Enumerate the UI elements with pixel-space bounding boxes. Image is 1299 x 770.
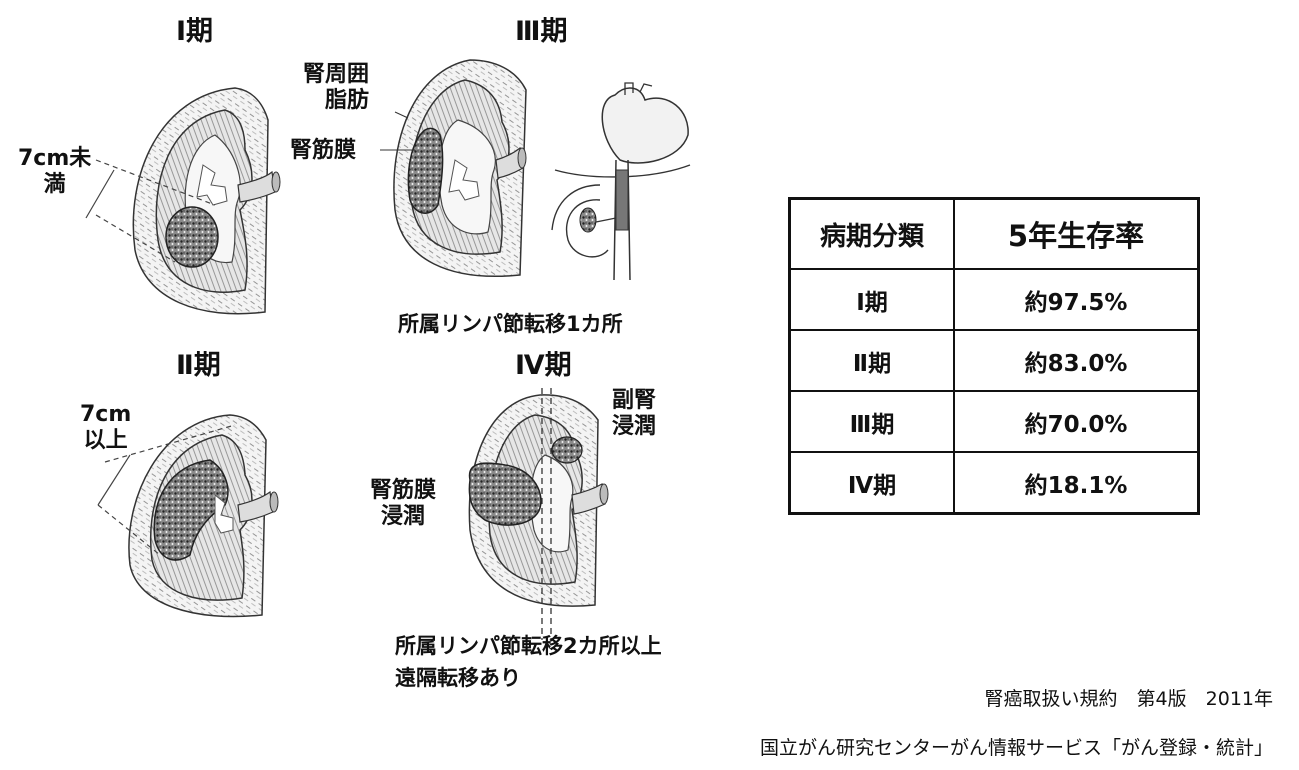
cell-survival: 約83.0%: [953, 329, 1200, 392]
perirenal-fat-line2: 脂肪: [325, 87, 370, 113]
stage4-title: Ⅳ期: [515, 350, 572, 381]
cell-survival: 約18.1%: [953, 451, 1200, 515]
over-7cm-line2: 以上: [83, 427, 128, 453]
gerota-fascia-label: 腎筋膜: [290, 138, 357, 163]
stage3-kidney-drawing: [380, 59, 527, 277]
stage2-title: Ⅱ期: [176, 350, 221, 381]
cell-survival: 約70.0%: [953, 390, 1200, 453]
adrenal-invasion-line2: 浸潤: [612, 413, 657, 439]
adrenal-invasion-line1: 副腎: [612, 388, 657, 413]
stage1-title: Ⅰ期: [176, 16, 214, 47]
adrenal-invasion-label: 副腎 浸潤: [612, 388, 656, 440]
perirenal-fat-label: 腎周囲 脂肪: [303, 62, 369, 114]
gerota-invasion-line1: 腎筋膜: [370, 478, 437, 503]
stage3-title: Ⅲ期: [515, 16, 568, 47]
under-7cm-line1: 7cm未: [18, 146, 92, 171]
table-row: Ⅲ期 約70.0%: [788, 390, 1200, 453]
over-7cm-line1: 7cm: [80, 402, 132, 427]
gerota-invasion-line2: 浸潤: [381, 503, 426, 529]
header-5yr-survival: 5年生存率: [953, 197, 1200, 270]
stage2-kidney-drawing: [97, 414, 279, 618]
gerota-invasion-label: 腎筋膜 浸潤: [370, 478, 436, 530]
source-line-2: 国立がん研究センターがん情報サービス「がん登録・統計」: [759, 737, 1273, 759]
cell-stage: Ⅰ期: [788, 268, 955, 331]
lymph-node-2-caption: 所属リンパ節転移2カ所以上: [395, 634, 662, 658]
stage4-kidney-drawing: [468, 388, 609, 640]
table-header-row: 病期分類 5年生存率: [788, 197, 1200, 270]
cell-stage: Ⅳ期: [788, 451, 955, 515]
perirenal-fat-line1: 腎周囲: [303, 62, 370, 87]
cell-stage: Ⅱ期: [788, 329, 955, 392]
over-7cm-label: 7cm 以上: [80, 402, 131, 454]
table-row: Ⅱ期 約83.0%: [788, 329, 1200, 392]
cell-survival: 約97.5%: [953, 268, 1200, 331]
table-row: Ⅳ期 約18.1%: [788, 451, 1200, 515]
lymph-node-1-caption: 所属リンパ節転移1カ所: [398, 312, 623, 336]
source-line-1: 腎癌取扱い規約 第4版 2011年: [984, 688, 1273, 710]
vena-cava-thrombus-drawing: [551, 82, 691, 281]
header-stage: 病期分類: [788, 197, 955, 270]
cell-stage: Ⅲ期: [788, 390, 955, 453]
distant-metastasis-caption: 遠隔転移あり: [395, 666, 521, 690]
table-row: Ⅰ期 約97.5%: [788, 268, 1200, 331]
under-7cm-line2: 満: [43, 171, 66, 197]
survival-rate-table: 病期分類 5年生存率 Ⅰ期 約97.5% Ⅱ期 約83.0% Ⅲ期 約70.0%…: [788, 197, 1200, 515]
stage1-kidney-drawing: [85, 87, 281, 315]
under-7cm-label: 7cm未 満: [18, 146, 91, 198]
